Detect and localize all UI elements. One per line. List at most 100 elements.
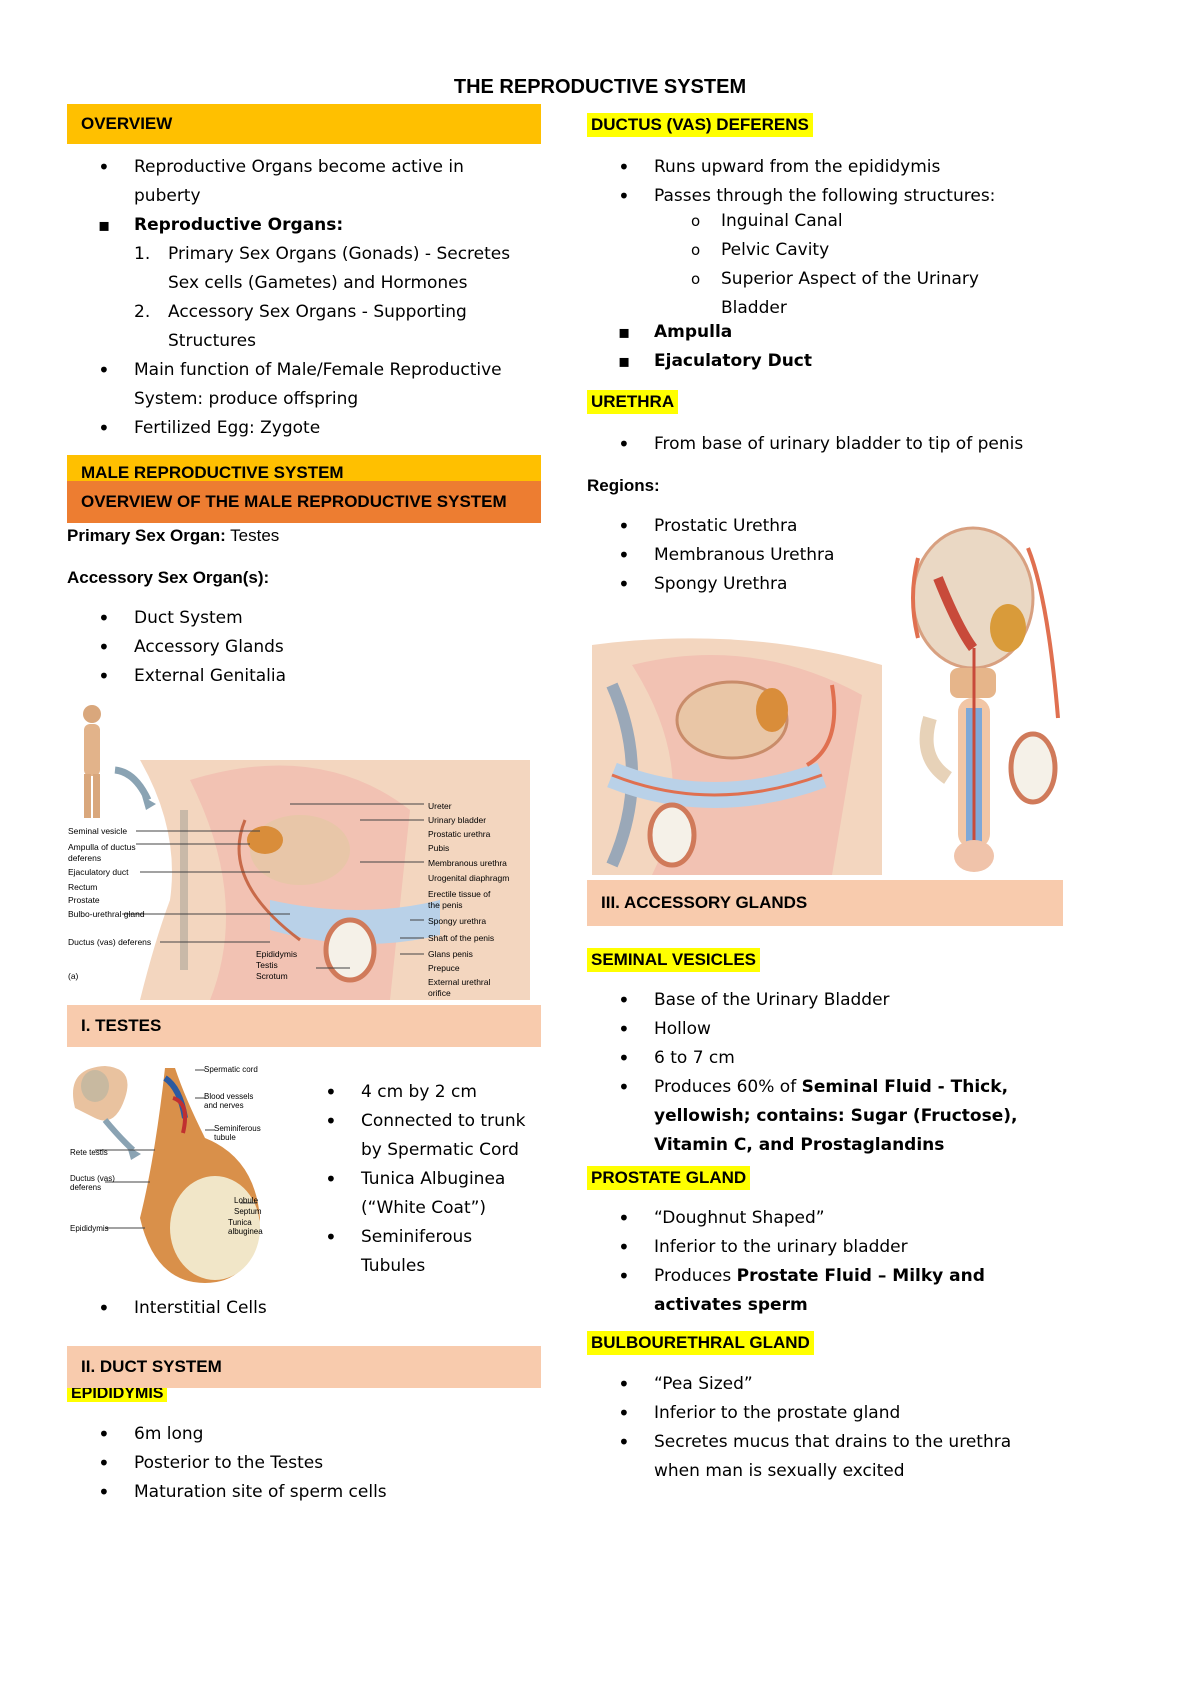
figure-label: Spongy urethra [428, 916, 487, 926]
list-item: Inferior to the prostate gland [618, 1399, 1034, 1428]
figure-label: Glans penis [428, 949, 473, 959]
figure-label: Spermatic cord [204, 1065, 258, 1074]
male-anatomy-figure [83, 705, 530, 1000]
duct-system-header: II. DUCT SYSTEM [67, 1346, 541, 1388]
ductus-list: Runs upward from the epididymis Passes t… [618, 153, 1014, 211]
figure-label: Prostate [68, 895, 100, 905]
figure-label: Scrotum [256, 971, 288, 981]
list-item: 6 to 7 cm [618, 1044, 1054, 1073]
list-item: Inferior to the urinary bladder [618, 1233, 1054, 1262]
list-item: Runs upward from the epididymis [618, 153, 1014, 182]
ductus-deferens-header: DUCTUS (VAS) DEFERENS [587, 113, 813, 137]
figure-label: Blood vessels and nerves [204, 1092, 254, 1110]
seminal-vesicles-header: SEMINAL VESICLES [587, 948, 760, 972]
interstitial-list: Interstitial Cells [98, 1294, 514, 1323]
testes-list: 4 cm by 2 cm Connected to trunk by Sperm… [325, 1078, 541, 1281]
figure-label: Shaft of the penis [428, 933, 495, 943]
figure-label: Bulbo-urethral gland [68, 909, 145, 919]
regions-label: Regions: [587, 476, 660, 495]
list-item: Duct System [98, 604, 514, 633]
accessory-organs-list: Duct System Accessory Glands External Ge… [98, 604, 514, 691]
list-item: Superior Aspect of the Urinary Bladder [691, 265, 991, 323]
figure-label: Septum [234, 1207, 262, 1216]
list-item: Connected to trunk by Spermatic Cord [325, 1107, 541, 1165]
figure-label: Seminiferous tubule [214, 1124, 261, 1142]
list-item: Reproductive Organs become active in pub… [98, 153, 534, 211]
ductus-bold-list: Ampulla Ejaculatory Duct [618, 318, 954, 376]
list-item: “Pea Sized” [618, 1370, 1034, 1399]
seminal-vesicles-list: Base of the Urinary Bladder Hollow 6 to … [618, 986, 1054, 1160]
figure-label: Epididymis [70, 1224, 109, 1233]
list-item: Interstitial Cells [98, 1294, 514, 1323]
figure-label: Ejaculatory duct [68, 867, 129, 877]
list-item: Base of the Urinary Bladder [618, 986, 1054, 1015]
figure-label: Ductus (vas) deferens [70, 1174, 115, 1192]
list-item: External Genitalia [98, 662, 514, 691]
figure-label: Membranous urethra [428, 858, 507, 868]
list-item: “Doughnut Shaped” [618, 1204, 1054, 1233]
figure-label: Prostatic urethra [428, 829, 491, 839]
prostate-gland-list: “Doughnut Shaped” Inferior to the urinar… [618, 1204, 1054, 1320]
list-item: Reproductive Organs: [98, 211, 534, 240]
list-item: Tunica Albuginea (“White Coat”) [325, 1165, 541, 1223]
figure-label: Pubis [428, 843, 450, 853]
figure-label: Urogenital diaphragm [428, 873, 510, 883]
overview-list: Reproductive Organs become active in pub… [98, 153, 534, 443]
figure-label: Lobule [234, 1196, 259, 1205]
list-item: Inguinal Canal [691, 207, 991, 236]
figure-label: Prepuce [428, 963, 460, 973]
list-item: Accessory Glands [98, 633, 514, 662]
figure-label: Ductus (vas) deferens [68, 937, 152, 947]
urethra-sagittal-figure [592, 638, 882, 875]
bulbourethral-gland-list: “Pea Sized” Inferior to the prostate gla… [618, 1370, 1034, 1486]
figure-label: Urinary bladder [428, 815, 487, 825]
figure-label: Epididymis [256, 949, 298, 959]
epididymis-list: 6m long Posterior to the Testes Maturati… [98, 1420, 514, 1507]
page-title: THE REPRODUCTIVE SYSTEM [453, 76, 747, 98]
list-item: Spongy Urethra [618, 570, 894, 599]
figure-label: Tunica albuginea [228, 1218, 263, 1236]
list-item: Ampulla [618, 318, 954, 347]
accessory-sex-organ-label: Accessory Sex Organ(s): [67, 568, 270, 587]
list-item: 1.Primary Sex Organs (Gonads) - Secretes… [134, 244, 511, 293]
figure-label: Erectile tissue of the penis [428, 889, 491, 910]
figure-label: (a) [68, 971, 79, 981]
list-item: Hollow [618, 1015, 1054, 1044]
urethra-header: URETHRA [587, 390, 679, 414]
list-item: Produces 60% of Seminal Fluid - Thick, y… [618, 1073, 1054, 1160]
list-item: Membranous Urethra [618, 541, 894, 570]
list-item: Posterior to the Testes [98, 1449, 514, 1478]
regions-list: Prostatic Urethra Membranous Urethra Spo… [618, 512, 894, 599]
list-item: Maturation site of sperm cells [98, 1478, 514, 1507]
prostate-gland-header: PROSTATE GLAND [587, 1166, 751, 1190]
figure-label: External urethral orifice [428, 977, 491, 998]
ductus-sublist: Inguinal Canal Pelvic Cavity Superior As… [691, 207, 991, 323]
list-item: Passes through the following structures: [618, 182, 1014, 211]
list-item: Prostatic Urethra [618, 512, 894, 541]
overview-header: OVERVIEW [67, 104, 541, 144]
testis-figure [73, 1066, 260, 1283]
list-item: Main function of Male/Female Reproductiv… [98, 356, 534, 414]
list-item: Produces Prostate Fluid – Milky and acti… [618, 1262, 1054, 1320]
figure-label: Rectum [68, 882, 98, 892]
figure-label: Testis [256, 960, 278, 970]
accessory-glands-header: III. ACCESSORY GLANDS [587, 880, 1063, 926]
list-item: Seminiferous Tubules [325, 1223, 541, 1281]
list-item: Ejaculatory Duct [618, 347, 954, 376]
list-item: 2.Accessory Sex Organs - Supporting Stru… [134, 302, 467, 351]
list-item: 6m long [98, 1420, 514, 1449]
bulbourethral-gland-header: BULBOURETHRAL GLAND [587, 1331, 814, 1355]
figure-label: Ampulla of ductus deferens [68, 842, 136, 863]
figure-label: Seminal vesicle [68, 826, 128, 836]
figure-label: Rete testis [70, 1148, 108, 1157]
urethra-list: From base of urinary bladder to tip of p… [618, 430, 1074, 459]
figure-label: Ureter [428, 801, 452, 811]
list-item: Pelvic Cavity [691, 236, 991, 265]
primary-sex-organ: Primary Sex Organ: Testes [67, 526, 280, 545]
male-system-header: MALE REPRODUCTIVE SYSTEM [67, 455, 541, 483]
list-item: Secretes mucus that drains to the urethr… [618, 1428, 1034, 1486]
urethra-frontal-figure [911, 526, 1060, 872]
testes-header: I. TESTES [67, 1005, 541, 1047]
list-item: Fertilized Egg: Zygote [98, 414, 534, 443]
testis-figure-labels: Spermatic cord Blood vessels and nerves … [68, 1062, 298, 1282]
